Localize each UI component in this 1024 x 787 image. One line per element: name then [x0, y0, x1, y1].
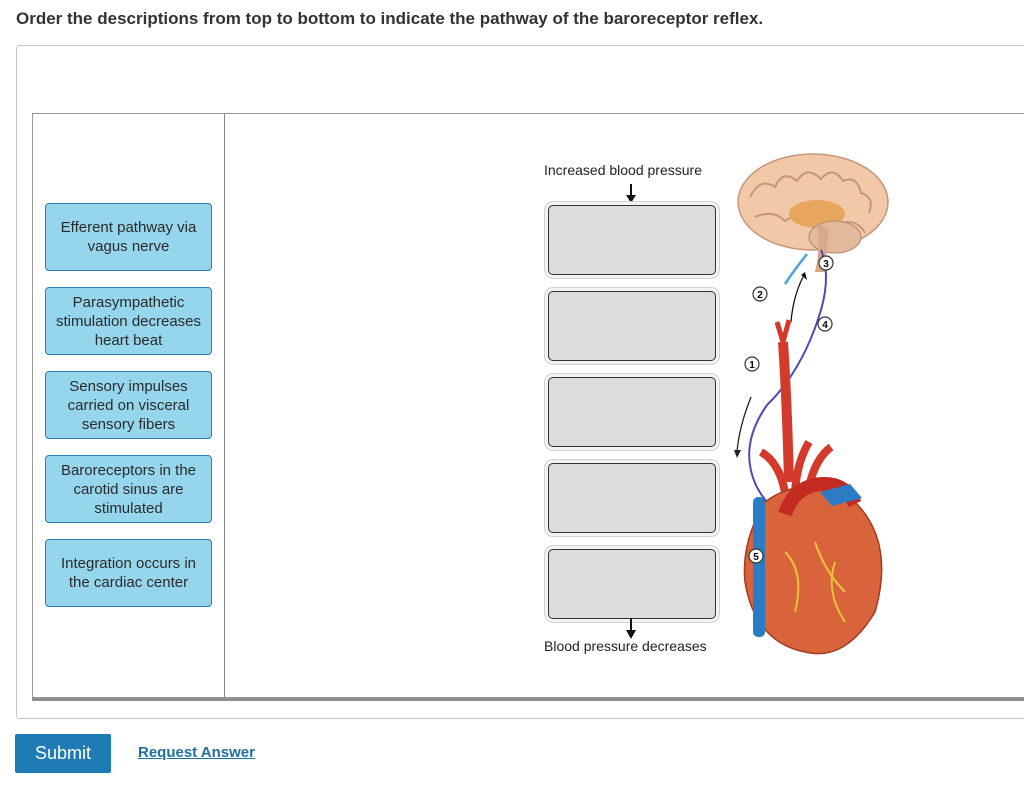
label-parasympathetic-stimulation[interactable]: Parasympathetic stimulation decreases he…	[45, 287, 212, 355]
reflex-diagram: Increased blood pressure Blood pressure …	[225, 114, 1024, 697]
svg-text:5: 5	[753, 552, 759, 563]
brain-icon	[737, 153, 889, 272]
label-text: Parasympathetic stimulation decreases he…	[55, 293, 202, 349]
label-integration[interactable]: Integration occurs in the cardiac center	[45, 539, 212, 607]
label-bank: Efferent pathway via vagus nerve Parasym…	[33, 114, 225, 697]
submit-button[interactable]: Submit	[15, 734, 111, 773]
marker-1: 1	[744, 356, 760, 372]
label-sensory-impulses[interactable]: Sensory impulses carried on visceral sen…	[45, 371, 212, 439]
marker-4: 4	[817, 316, 833, 332]
label-text: Baroreceptors in the carotid sinus are s…	[60, 461, 197, 517]
label-text: Integration occurs in the cardiac center	[60, 555, 197, 591]
brain-heart-illustration: 1 2 3 4 5	[734, 153, 889, 655]
drop-target-1[interactable]	[548, 205, 716, 275]
drop-target-4[interactable]	[548, 463, 716, 533]
activity-panel	[16, 45, 1024, 719]
svg-text:4: 4	[822, 320, 828, 331]
drop-target-2[interactable]	[548, 291, 716, 361]
marker-3: 3	[818, 255, 834, 271]
drag-drop-area: Efferent pathway via vagus nerve Parasym…	[32, 113, 1024, 698]
svg-text:3: 3	[823, 259, 829, 270]
drop-target-5[interactable]	[548, 549, 716, 619]
marker-5: 5	[748, 548, 764, 564]
drop-target-3[interactable]	[548, 377, 716, 447]
top-caption: Increased blood pressure	[544, 162, 702, 178]
label-baroreceptors[interactable]: Baroreceptors in the carotid sinus are s…	[45, 455, 212, 523]
down-arrow-icon	[626, 184, 636, 203]
label-efferent-pathway[interactable]: Efferent pathway via vagus nerve	[45, 203, 212, 271]
bottom-caption: Blood pressure decreases	[544, 638, 707, 654]
label-text: Efferent pathway via vagus nerve	[60, 219, 197, 255]
marker-2: 2	[752, 286, 768, 302]
label-text: Sensory impulses carried on visceral sen…	[67, 377, 190, 433]
down-arrow-icon	[626, 618, 636, 639]
request-answer-link[interactable]: Request Answer	[138, 744, 255, 761]
question-text: Order the descriptions from top to botto…	[16, 9, 764, 28]
svg-text:2: 2	[757, 290, 763, 301]
svg-text:1: 1	[749, 360, 755, 371]
